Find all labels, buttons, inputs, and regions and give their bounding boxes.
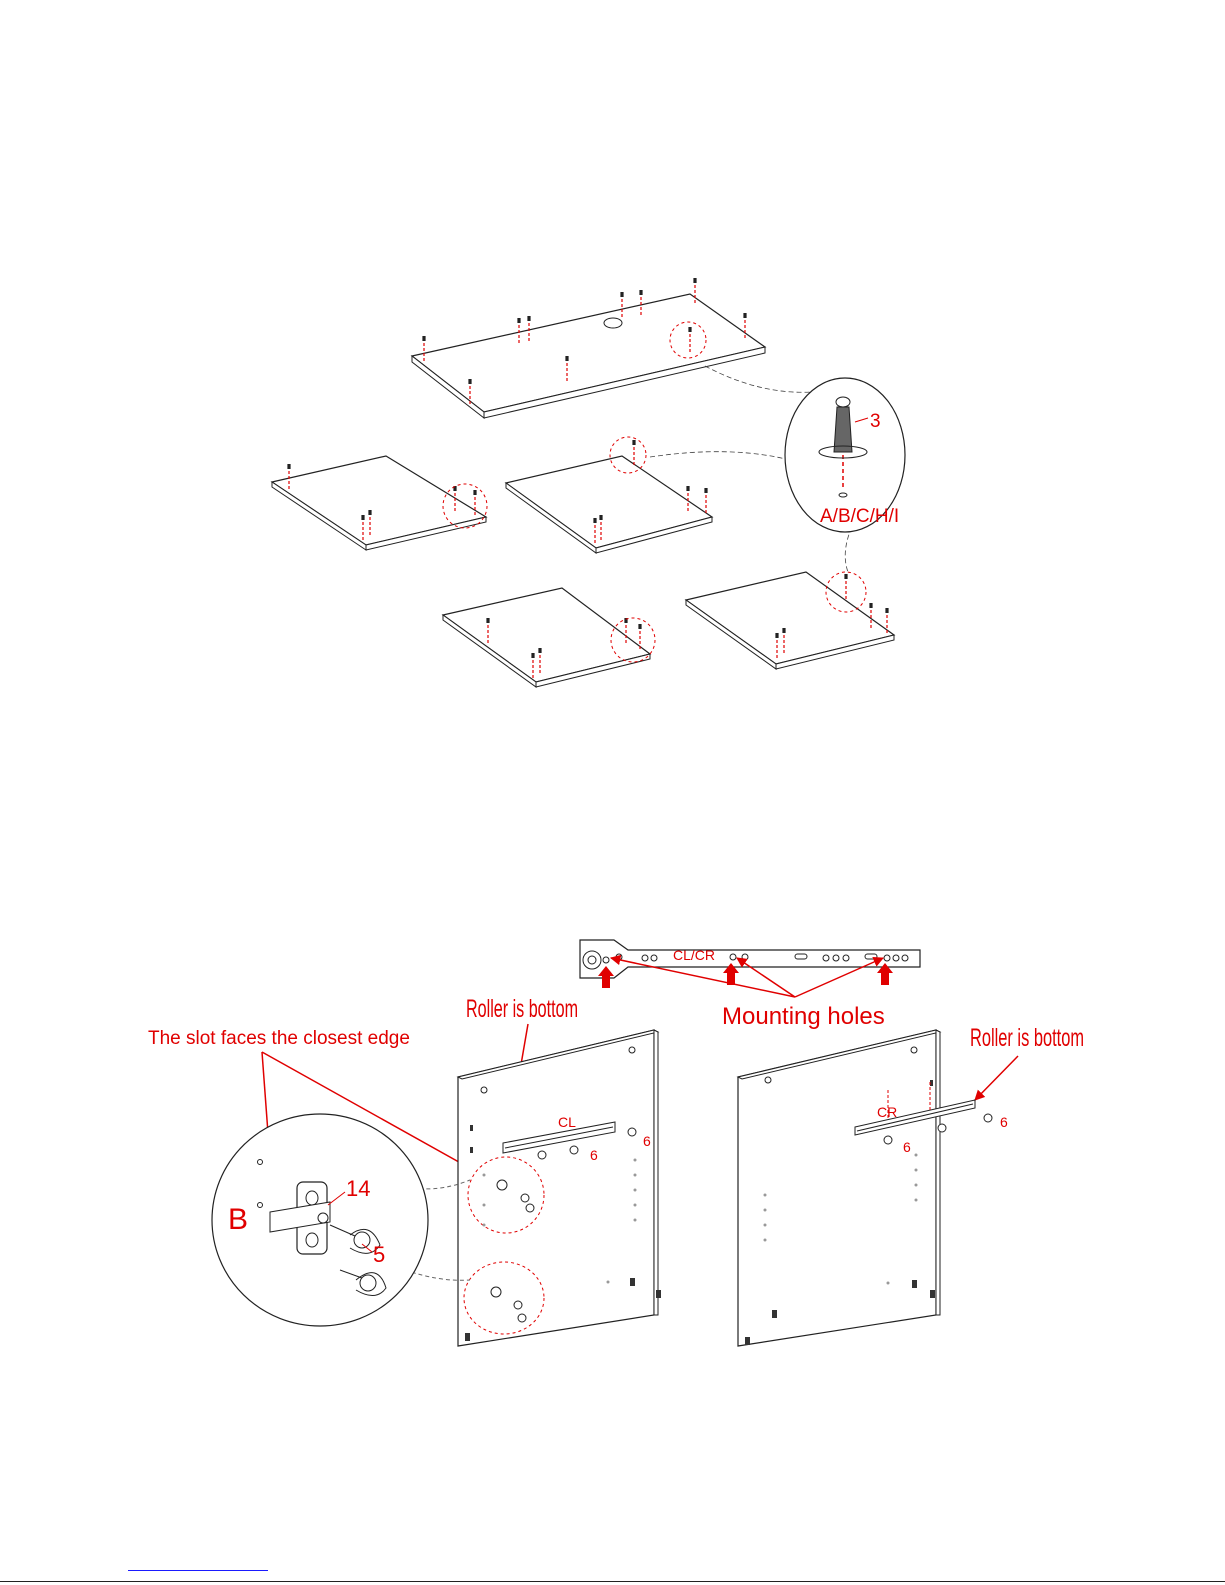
panels-label: A/B/C/H/I: [820, 506, 899, 527]
hinge-part-number: 14: [346, 1176, 370, 1201]
right-rail-label: CR: [877, 1104, 897, 1120]
roller-label-right: Roller is bottom: [970, 1024, 1084, 1052]
left-screw-label-b: 6: [643, 1133, 651, 1149]
hinge-screw-number: 5: [373, 1242, 385, 1267]
top-panel: [412, 278, 765, 418]
panel-bottom-right: [686, 572, 894, 669]
left-rail-label: CL: [558, 1114, 576, 1130]
side-panel-right: [738, 1030, 992, 1346]
right-screw-label-a: 6: [903, 1139, 911, 1155]
rail-label: CL/CR: [673, 947, 715, 963]
left-screw-label-a: 6: [590, 1147, 598, 1163]
side-panel-left: [458, 1030, 661, 1346]
footer-rule: [0, 1581, 1225, 1582]
cam-part-number: 3: [870, 411, 881, 432]
drawer-rail: [580, 940, 920, 978]
slot-note: The slot faces the closest edge: [148, 1028, 410, 1049]
panel-bottom-left: [443, 588, 655, 687]
hinge-panel-label: B: [228, 1203, 248, 1236]
mounting-holes-label: Mounting holes: [722, 1003, 885, 1030]
panel-mid-right: [506, 437, 712, 553]
roller-label-left: Roller is bottom: [466, 995, 578, 1023]
footer-link-underline[interactable]: [128, 1570, 268, 1571]
right-screw-label-b: 6: [1000, 1114, 1008, 1130]
panel-mid-left: [272, 456, 487, 550]
